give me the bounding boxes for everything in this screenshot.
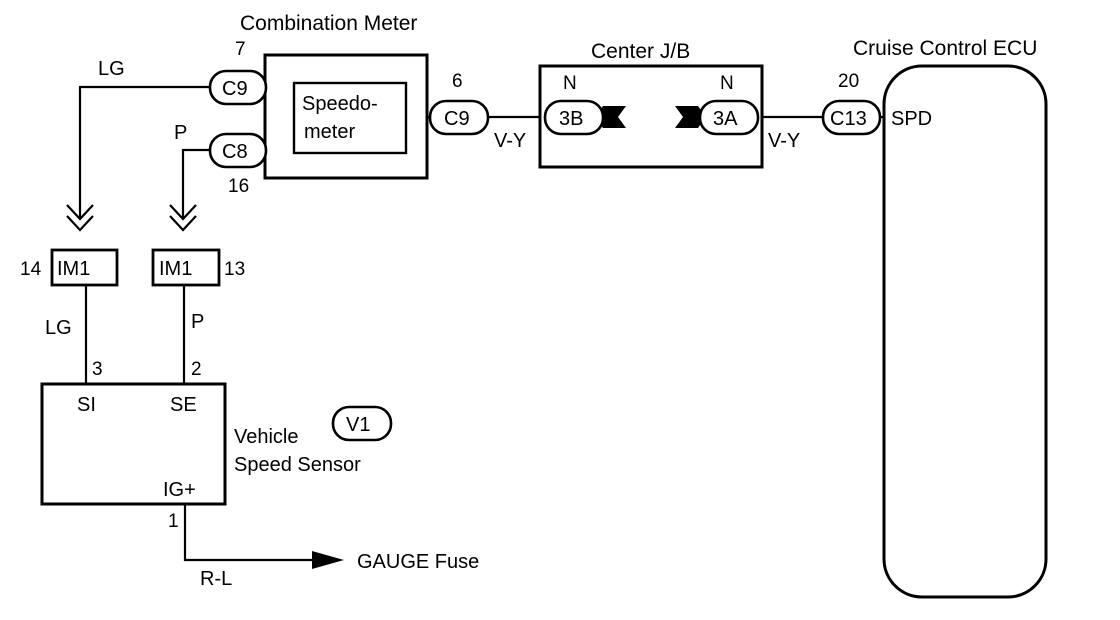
wire-label-p-low: P xyxy=(191,311,204,333)
arrow-down-icon-right xyxy=(169,204,197,232)
pin-7: 7 xyxy=(235,39,246,60)
vss-terminal-si: SI xyxy=(77,394,96,416)
speedometer-box xyxy=(292,81,408,155)
pin-14: 14 xyxy=(20,259,42,280)
cruise-ecu-box xyxy=(882,64,1048,599)
vss-label-line1: Vehicle xyxy=(234,426,299,448)
pin-2: 2 xyxy=(191,359,202,380)
connector-im1-right xyxy=(151,248,221,287)
connector-3b xyxy=(543,99,605,136)
pin-13: 13 xyxy=(224,259,245,280)
vss-label-line2: Speed Sensor xyxy=(234,454,361,476)
vss-box xyxy=(40,382,227,506)
connector-c13 xyxy=(821,99,882,136)
wire-label-lg-low: LG xyxy=(45,317,72,339)
connector-c9-top-label: C9 xyxy=(222,78,248,100)
connector-c9-mid-label: C9 xyxy=(444,108,470,130)
pin-6: 6 xyxy=(452,71,463,92)
pin-3: 3 xyxy=(92,359,103,380)
connector-im1-right-label: IM1 xyxy=(159,258,192,280)
connector-im1-left xyxy=(50,248,119,287)
vss-terminal-se: SE xyxy=(170,394,197,416)
pin-1: 1 xyxy=(168,511,179,532)
connector-im1-left-label: IM1 xyxy=(57,258,90,280)
arrow-down-icon-left xyxy=(66,204,94,232)
wire-label-vy-left: V-Y xyxy=(494,130,526,152)
connector-v1 xyxy=(331,405,393,442)
ecu-terminal-spd: SPD xyxy=(891,108,932,130)
connector-c9-top xyxy=(208,69,268,106)
pin-n-right: N xyxy=(720,73,734,94)
arrow-right-icon xyxy=(312,551,344,569)
connector-c8 xyxy=(208,132,268,169)
connector-c9-mid xyxy=(428,99,490,136)
wire-p-top xyxy=(181,148,210,218)
wire-lg-top xyxy=(78,85,210,218)
pin-20: 20 xyxy=(838,71,859,92)
connector-c13-label: C13 xyxy=(830,108,867,130)
combination-meter-title: Combination Meter xyxy=(240,12,417,35)
wire-rl xyxy=(183,505,320,562)
connector-3a xyxy=(698,99,760,136)
center-jb-title: Center J/B xyxy=(591,40,690,63)
wire-label-vy-right: V-Y xyxy=(768,130,800,152)
vss-terminal-ig: IG+ xyxy=(163,479,196,501)
connector-3a-label: 3A xyxy=(713,108,738,130)
vss-badge-v1: V1 xyxy=(346,414,370,436)
speedometer-label-1: Speedo- xyxy=(302,93,378,115)
connector-c8-label: C8 xyxy=(222,141,248,163)
wire-label-p-top: P xyxy=(174,122,187,144)
pin-n-left: N xyxy=(563,73,577,94)
wire-label-lg-top: LG xyxy=(98,58,125,80)
speedometer-label-2: meter xyxy=(304,121,355,143)
cruise-ecu-title: Cruise Control ECU xyxy=(853,37,1037,60)
wire-label-rl: R-L xyxy=(200,568,232,590)
jb-connector-right-icon xyxy=(675,106,706,128)
pin-16: 16 xyxy=(228,176,249,197)
gauge-fuse-label: GAUGE Fuse xyxy=(357,551,479,573)
connector-3b-label: 3B xyxy=(559,108,583,130)
